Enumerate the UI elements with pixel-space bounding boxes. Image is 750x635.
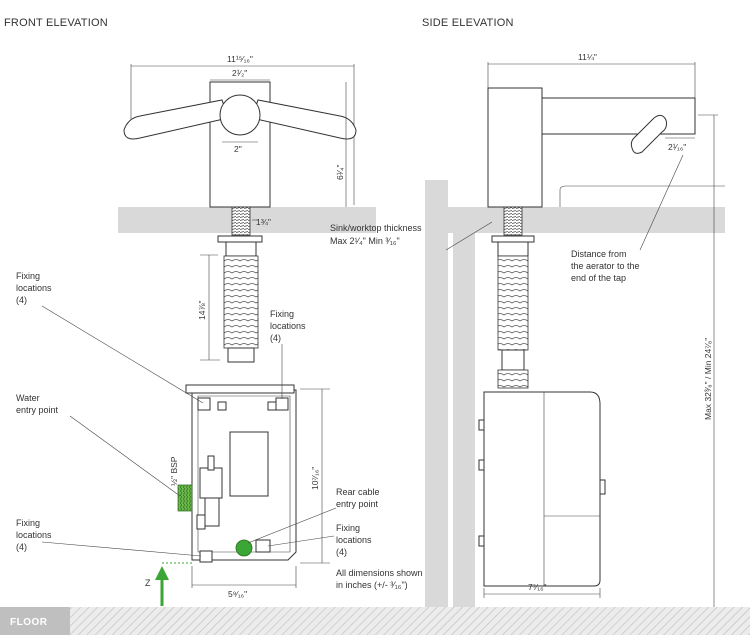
svg-text:locations: locations <box>270 321 306 331</box>
z-label: Z <box>145 578 151 588</box>
floor-label: FLOOR <box>10 617 48 628</box>
svg-text:Rear cable: Rear cable <box>336 487 380 497</box>
svg-text:locations: locations <box>336 535 372 545</box>
callout-rear-cable: Rear cable entry point <box>247 487 380 544</box>
svg-text:Sink/worktop thickness: Sink/worktop thickness <box>330 223 422 233</box>
svg-text:(4): (4) <box>270 333 281 343</box>
front-height-label: 6¹⁄₄" <box>335 165 345 180</box>
svg-text:locations: locations <box>16 283 52 293</box>
svg-text:(4): (4) <box>16 295 27 305</box>
svg-text:entry point: entry point <box>336 499 379 509</box>
front-box-width-label: 5⁹⁄₁₆" <box>228 589 247 599</box>
valve-assembly <box>196 455 223 530</box>
svg-text:Distance from: Distance from <box>571 249 627 259</box>
floor-bar: FLOOR <box>0 607 750 635</box>
cable-entry-icon <box>235 539 253 557</box>
callout-fixing-top-left: Fixing locations (4) <box>16 271 204 404</box>
z-arrow-icon <box>155 566 169 606</box>
water-inlet-thread <box>177 484 193 512</box>
front-overall-width-label: 11¹⁵⁄₁₆" <box>227 54 253 64</box>
svg-text:All dimensions shown: All dimensions shown <box>336 568 423 578</box>
svg-text:Fixing: Fixing <box>270 309 294 319</box>
front-elevation-heading: FRONT ELEVATION <box>4 17 108 29</box>
svg-text:(4): (4) <box>336 547 347 557</box>
svg-text:the aerator to the: the aerator to the <box>571 261 640 271</box>
callout-fixing-bottom-right: Fixing locations (4) <box>267 523 372 557</box>
svg-text:Fixing: Fixing <box>336 523 360 533</box>
callout-water-entry: Water entry point <box>16 393 181 497</box>
front-tap: 11¹⁵⁄₁₆" 2¹⁄₂" 2" 6¹⁄₄" 1¾" 14⅞" <box>123 54 357 363</box>
svg-text:Max 2¹⁄₄" Min ³⁄₁₆": Max 2¹⁄₄" Min ³⁄₁₆" <box>330 236 400 246</box>
front-heater-box: ½" BSP 10⁷⁄₁₆" 5⁹⁄₁₆" Z <box>145 384 330 606</box>
svg-text:(4): (4) <box>16 542 27 552</box>
callout-aerator-distance: Distance from the aerator to the end of … <box>571 154 684 283</box>
side-worktop <box>425 207 725 233</box>
front-bsp-label: ½" BSP <box>169 456 179 486</box>
svg-text:end of the tap: end of the tap <box>571 273 626 283</box>
all-dimensions-note: All dimensions shown in inches (+/- ³⁄₁₆… <box>336 568 423 590</box>
side-tap: 11¼" 2¹⁄₁₆" 7⁷⁄₁₆" Max 32³⁄₈ <box>478 52 725 607</box>
svg-text:locations: locations <box>16 530 52 540</box>
side-wall <box>425 180 448 607</box>
front-bottom-width-label: 2" <box>234 144 242 154</box>
svg-text:entry point: entry point <box>16 405 59 415</box>
side-aerator-label: 2¹⁄₁₆" <box>668 142 686 152</box>
side-elevation-heading: SIDE ELEVATION <box>422 17 514 29</box>
svg-text:Water: Water <box>16 393 40 403</box>
side-box-width-label: 7⁷⁄₁₆" <box>528 582 547 592</box>
front-hose-length-label: 14⅞" <box>197 300 207 320</box>
callout-fixing-top-right: Fixing locations (4) <box>270 309 306 399</box>
side-overall-width-label: 11¼" <box>578 52 597 62</box>
callout-fixing-bottom-left: Fixing locations (4) <box>16 518 202 557</box>
front-top-width-label: 2¹⁄₂" <box>232 68 247 78</box>
callout-sink-thickness: Sink/worktop thickness Max 2¹⁄₄" Min ³⁄₁… <box>330 221 493 251</box>
front-box-height-label: 10⁷⁄₁₆" <box>310 467 320 490</box>
svg-text:in inches (+/- ³⁄₁₆"): in inches (+/- ³⁄₁₆") <box>336 580 408 590</box>
side-support-leg <box>453 233 475 607</box>
side-max-min-label: Max 32³⁄₈" / Min 24⁷⁄₈" <box>703 338 713 420</box>
svg-text:Fixing: Fixing <box>16 518 40 528</box>
svg-text:Fixing: Fixing <box>16 271 40 281</box>
front-shank-label: 1¾" <box>256 217 271 227</box>
